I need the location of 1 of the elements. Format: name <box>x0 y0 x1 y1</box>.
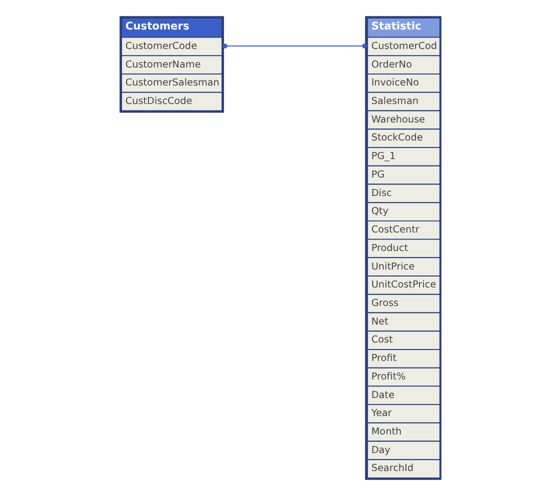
connector <box>222 44 366 48</box>
